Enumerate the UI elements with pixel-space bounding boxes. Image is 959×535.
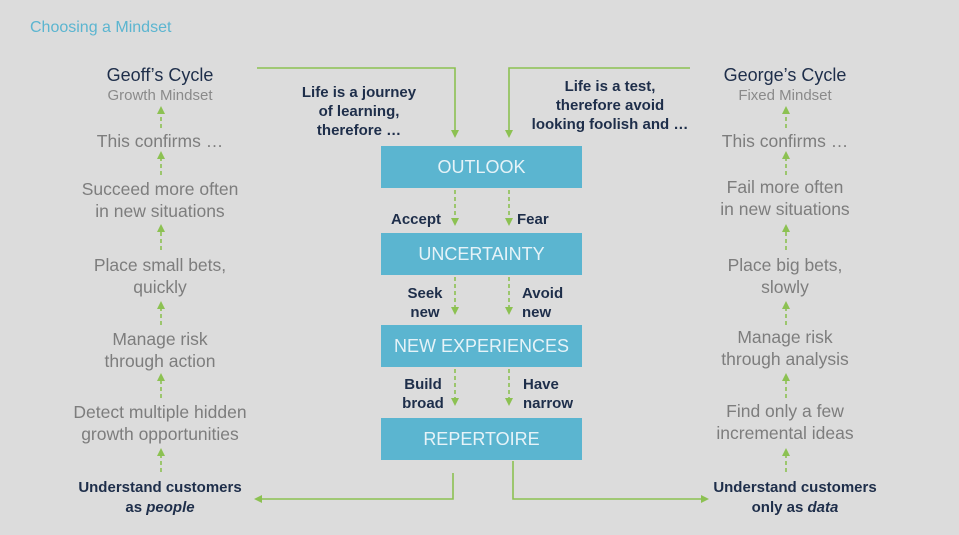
left-premise: Life is a journey of learning, therefore… [301,84,417,139]
right-step: Place big bets, slowly [727,255,843,297]
box-outlook: OUTLOOK [381,146,582,188]
left-step: Manage risk through action [104,329,216,371]
label-have-narrow: Have narrow [523,376,574,412]
label-seek-new: Seek new [407,285,443,321]
left-cycle-title: Geoff’s Cycle [106,65,214,85]
left-step: Detect multiple hidden growth opportunit… [73,402,247,444]
box-new-experiences: NEW EXPERIENCES [381,325,582,367]
right-cycle-title: George’s Cycle [723,65,847,85]
box-uncertainty: UNCERTAINTY [381,233,582,275]
left-step: Succeed more often in new situations [81,179,239,221]
left-end-pre: Understand customers as [78,479,242,516]
label-fear: Fear [517,211,549,228]
bottom-right-connector [512,461,709,503]
left-step: Place small bets, quickly [93,255,227,297]
right-step: Find only a few incremental ideas [716,401,854,443]
right-end-pre: Understand customers only as [713,479,877,516]
label-avoid-new: Avoid new [522,285,564,321]
right-premise: Life is a test, therefore avoid looking … [531,78,689,133]
label-build-broad: Build broad [402,376,444,412]
right-end-text: Understand customers only as data [685,478,905,518]
right-step: Manage risk through analysis [721,327,849,369]
left-end-em: people [146,499,195,516]
box-repertoire: REPERTOIRE [381,418,582,460]
left-end-text: Understand customers as people [50,478,270,518]
top-right-connector [505,67,690,138]
left-cycle-subtitle: Growth Mindset [107,87,213,104]
right-step: This confirms … [721,131,849,151]
bottom-left-connector [254,473,454,503]
top-left-connector [257,67,459,138]
right-cycle-subtitle: Fixed Mindset [738,87,832,104]
right-step: Fail more often in new situations [720,177,850,219]
slide-title: Choosing a Mindset [30,19,172,36]
right-end-em: data [807,499,839,516]
label-accept: Accept [390,211,442,228]
left-step: This confirms … [96,131,224,151]
